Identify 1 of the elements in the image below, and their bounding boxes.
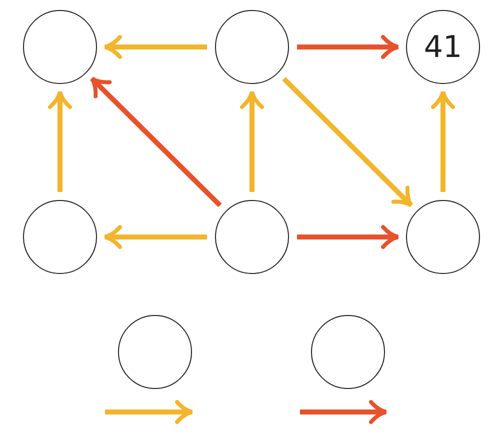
number-label: 41: [424, 30, 462, 64]
